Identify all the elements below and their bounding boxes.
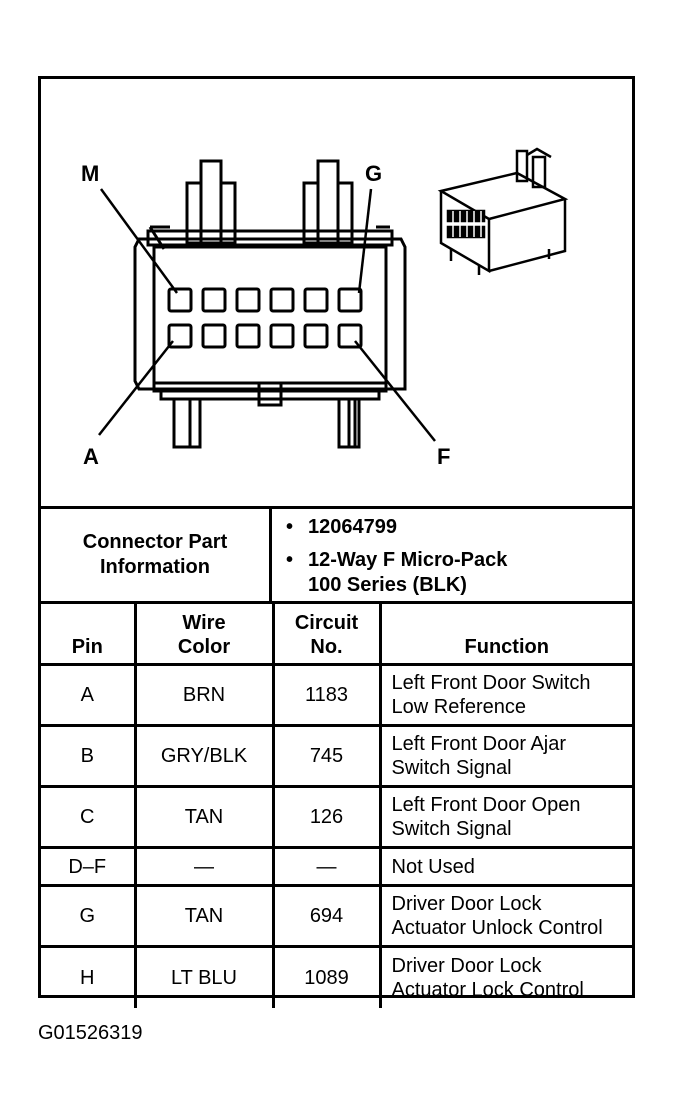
pin-cell: D–F	[41, 846, 137, 887]
connector-part-info-label: Connector Part Information	[41, 509, 272, 601]
connector-type-line2: 100 Series (BLK)	[308, 574, 467, 596]
connector-type-item: • 12-Way F Micro-Pack 100 Series (BLK)	[286, 548, 632, 598]
connector-type-line1: 12-Way F Micro-Pack	[308, 549, 508, 571]
wire-color-cell: LT BLU	[133, 945, 275, 1008]
connector-housing	[133, 225, 407, 401]
wire-color-cell: BRN	[133, 663, 275, 727]
connector-part-info-list: • 12064799 • 12-Way F Micro-Pack 100 Ser…	[272, 509, 632, 601]
pin-cell: A	[41, 663, 137, 727]
circuit-cell: 126	[271, 785, 382, 849]
circuit-cell: 694	[271, 884, 382, 948]
pin-label-m: M	[81, 161, 99, 186]
connector-frame: M G A F Connector Part Information	[38, 76, 635, 1008]
pin-cell: C	[41, 785, 137, 849]
function-cell: Not Used	[378, 846, 632, 887]
connector-latch-left	[185, 159, 237, 245]
circuit-cell: 1183	[271, 663, 382, 727]
connector-legs	[172, 384, 361, 449]
connector-latch-right	[302, 159, 354, 245]
part-number-item: • 12064799	[286, 515, 632, 540]
pin-cell: H	[41, 945, 137, 1008]
pin-leader-lines	[98, 188, 436, 442]
cavity-row-bottom	[167, 323, 363, 349]
circuit-cell: 1089	[271, 945, 382, 1008]
bullet: •	[286, 549, 294, 571]
circuit-cell: 745	[271, 724, 382, 788]
pin-label-a: A	[83, 444, 99, 469]
bullet: •	[286, 516, 294, 538]
wire-color-cell: TAN	[133, 785, 275, 849]
table-row: D–F — — Not Used	[41, 846, 632, 887]
pin-label-f: F	[437, 444, 450, 469]
figure-id: G01526319	[38, 1022, 143, 1044]
cavity-row-top	[167, 287, 363, 313]
header-function: Function	[378, 601, 632, 666]
circuit-cell: —	[271, 846, 382, 887]
connector-part-info: Connector Part Information • 12064799 • …	[41, 506, 632, 601]
info-label-line2: Information	[100, 556, 210, 578]
header-pin: Pin	[41, 601, 137, 666]
part-number: 12064799	[308, 516, 397, 538]
wire-color-cell: TAN	[133, 884, 275, 948]
pin-cell: G	[41, 884, 137, 948]
wire-color-cell: —	[133, 846, 275, 887]
pin-cell: B	[41, 724, 137, 788]
info-label-line1: Connector Part	[82, 531, 228, 553]
connector-diagram: M G A F	[81, 147, 569, 469]
pin-label-g: G	[365, 161, 382, 186]
wire-color-cell: GRY/BLK	[133, 724, 275, 788]
connector-isometric-view	[437, 147, 569, 275]
